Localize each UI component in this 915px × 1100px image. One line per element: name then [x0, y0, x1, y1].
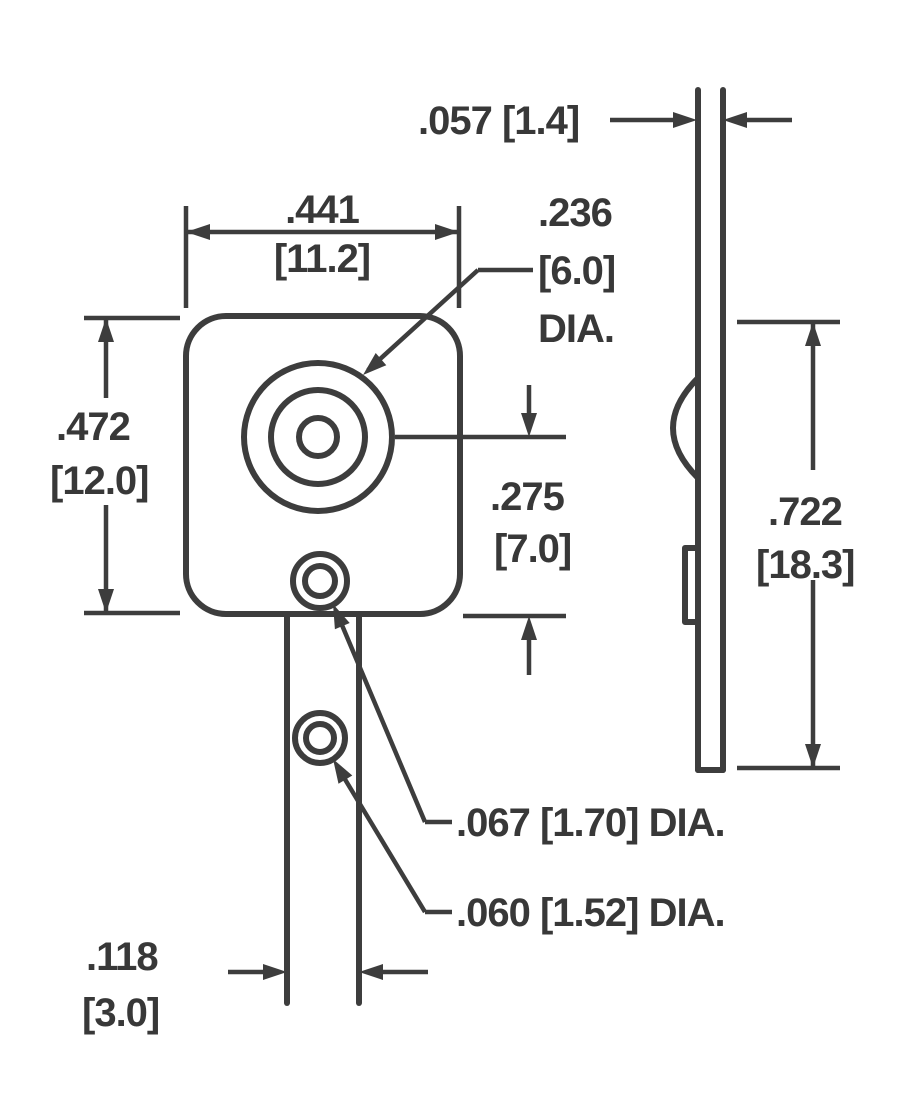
leader-hole-bottom: .060 [1.52] DIA.	[333, 759, 726, 935]
terminal-top-hole	[302, 563, 338, 599]
dim-dome-diameter: .236 [6.0] DIA.	[363, 191, 616, 375]
arrowhead-down-icon	[521, 413, 537, 437]
side-tab-bump	[682, 545, 701, 625]
center-offset-inches: .275	[490, 475, 565, 519]
arrowhead-diagonal-icon	[333, 604, 350, 630]
arrowhead-right-icon	[435, 224, 459, 240]
body-outline	[183, 313, 463, 617]
dome-outer-circle	[241, 360, 395, 514]
body-height-mm: [12.0]	[50, 459, 149, 503]
body-height-inches: .472	[56, 405, 130, 449]
leader-line	[336, 617, 428, 823]
dim-body-height: .472 [12.0]	[50, 315, 180, 616]
arrowhead-left-icon	[359, 964, 383, 980]
dome-dia-suffix: DIA.	[538, 307, 614, 351]
overall-height-mm: [18.3]	[756, 543, 855, 587]
side-view	[670, 87, 726, 773]
thickness-label: .057 [1.4]	[418, 99, 579, 143]
arrowhead-up-icon	[805, 322, 821, 346]
arrowhead-left-icon	[186, 224, 210, 240]
dim-center-offset: .275 [7.0]	[395, 385, 572, 675]
dome-center-hole	[296, 415, 340, 459]
arrowhead-up-icon	[98, 318, 114, 342]
dome-dia-mm: [6.0]	[538, 249, 615, 293]
leader-hole-top: .067 [1.70] DIA.	[333, 604, 726, 845]
arrowhead-right-icon	[263, 964, 287, 980]
arrowhead-up-icon	[521, 616, 537, 640]
arrowhead-diagonal-icon	[363, 353, 387, 375]
overall-height-inches: .722	[768, 490, 842, 534]
front-view	[183, 313, 463, 1006]
arrowhead-right-icon	[673, 112, 697, 128]
dome-dia-inches: .236	[538, 191, 612, 235]
tab-width-inches: .118	[86, 935, 158, 979]
leader-line	[338, 769, 427, 914]
dome-middle-circle	[268, 387, 368, 487]
arrowhead-left-icon	[723, 112, 747, 128]
dim-tab-width: .118 [3.0]	[82, 935, 428, 1035]
arrowhead-down-icon	[805, 744, 821, 768]
arrowhead-diagonal-icon	[333, 759, 353, 784]
body-width-inches: .441	[285, 188, 360, 232]
center-offset-mm: [7.0]	[494, 527, 571, 571]
leader-line	[366, 268, 480, 372]
hole-top-label: .067 [1.70] DIA.	[456, 801, 725, 845]
dim-overall-height: .722 [18.3]	[737, 319, 856, 771]
tab-width-mm: [3.0]	[82, 991, 159, 1035]
terminal-bottom-pad	[292, 710, 348, 766]
dim-thickness: .057 [1.4]	[418, 99, 792, 143]
arrowhead-down-icon	[98, 589, 114, 613]
body-width-mm: [11.2]	[274, 237, 370, 281]
dim-body-width: .441 [11.2]	[183, 188, 462, 308]
terminal-bottom-hole	[303, 721, 337, 755]
hole-bottom-label: .060 [1.52] DIA.	[456, 891, 725, 935]
side-dome-bump	[670, 375, 701, 481]
terminal-top-pad	[290, 551, 350, 611]
